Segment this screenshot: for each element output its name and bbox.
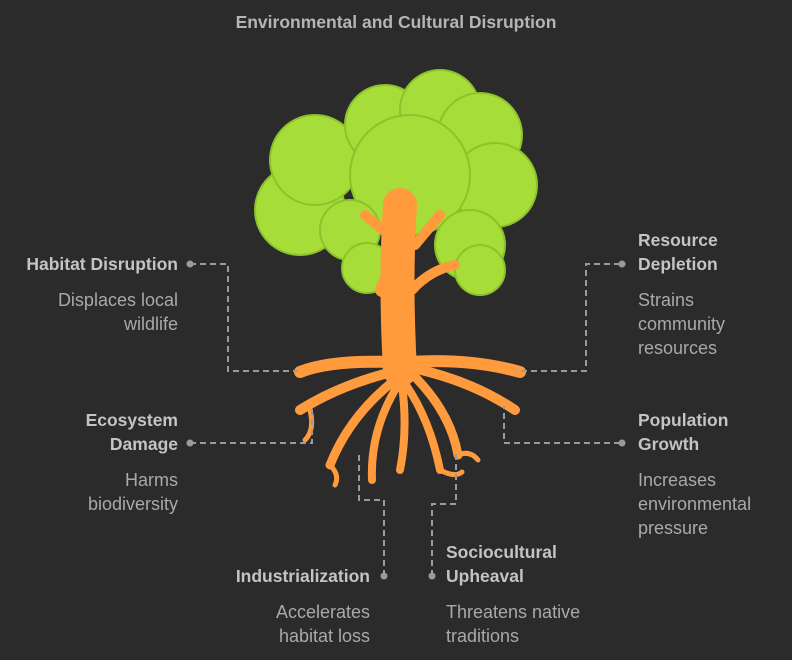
item-industrialization: Industrialization Accelerates habitat lo…	[236, 564, 370, 648]
item-sociocultural-upheaval: Sociocultural Upheaval Threatens native …	[446, 540, 580, 648]
item-heading: Resource Depletion	[638, 230, 718, 274]
item-habitat-disruption: Habitat Disruption Displaces local wildl…	[26, 252, 178, 336]
diagram-title: Environmental and Cultural Disruption	[235, 12, 557, 32]
item-heading: Population Growth	[638, 410, 729, 454]
item-description: Strains community resources	[638, 290, 726, 358]
item-heading: Sociocultural Upheaval	[446, 542, 557, 586]
tree-foliage	[254, 69, 538, 296]
item-description: Threatens native traditions	[446, 602, 581, 646]
item-population-growth: Population Growth Increases environmenta…	[638, 408, 751, 540]
item-heading: Habitat Disruption	[26, 254, 178, 274]
item-description: Accelerates habitat loss	[275, 602, 370, 646]
connector-lines	[190, 263, 620, 576]
item-description: Increases environmental pressure	[638, 470, 752, 538]
connector-dots	[186, 260, 626, 580]
tree-trunk-and-roots	[294, 188, 526, 488]
item-description: Displaces local wildlife	[57, 290, 178, 334]
item-resource-depletion: Resource Depletion Strains community res…	[638, 228, 725, 360]
item-description: Harms biodiversity	[87, 470, 178, 514]
item-ecosystem-damage: Ecosystem Damage Harms biodiversity	[86, 408, 178, 516]
item-heading: Ecosystem Damage	[85, 410, 178, 454]
item-heading: Industrialization	[235, 566, 370, 586]
